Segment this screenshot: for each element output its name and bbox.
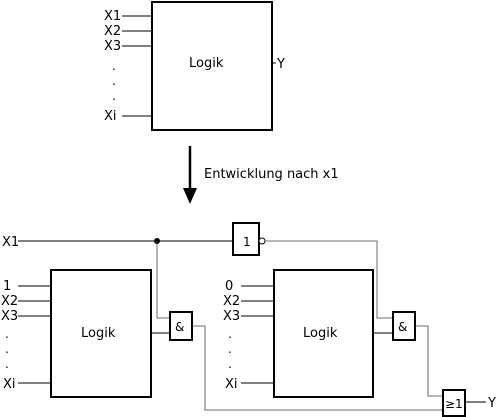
right-dot-3: .: [228, 357, 232, 371]
not-gate-label: 1: [243, 235, 251, 249]
top-input-x3: X3: [104, 39, 121, 54]
or-gate: ≥1: [442, 389, 466, 417]
not-gate: 1: [232, 222, 266, 256]
arrow-label: Entwicklung nach x1: [204, 167, 339, 182]
left-and-label: &: [175, 320, 184, 334]
right-input-x3: X3: [223, 309, 240, 324]
left-dot-2: .: [5, 342, 9, 356]
left-input-1: 1: [3, 279, 11, 294]
bottom-x1-label: X1: [2, 235, 19, 250]
expansion-arrow: Entwicklung nach x1: [183, 146, 339, 204]
top-output-y: Y: [276, 57, 285, 72]
top-dot-1: .: [112, 59, 116, 73]
left-input-x3: X3: [1, 309, 18, 324]
right-dot-1: .: [228, 327, 232, 341]
bottom-output-y: Y: [487, 396, 496, 411]
left-logic-block: Logik 1 X2 X3 . . . Xi: [1, 269, 152, 398]
left-logik-label: Logik: [81, 326, 116, 341]
arrow-head-icon: [183, 188, 197, 204]
left-logik-box: [50, 269, 152, 398]
top-input-x1: X1: [104, 9, 121, 24]
top-logic-block: Logik X1 X2 X3 . . . Xi Y: [104, 1, 285, 131]
or-gate-label: ≥1: [445, 397, 463, 411]
top-logik-box: [151, 1, 273, 131]
right-logic-block: Logik 0 X2 X3 . . . Xi: [223, 269, 374, 398]
right-dot-2: .: [228, 342, 232, 356]
left-and-gate: &: [169, 311, 193, 341]
top-dot-3: .: [112, 89, 116, 103]
left-dot-1: .: [5, 327, 9, 341]
right-and-label: &: [398, 320, 407, 334]
right-input-x2: X2: [223, 294, 240, 309]
top-dot-2: .: [112, 74, 116, 88]
top-input-x2: X2: [104, 24, 121, 39]
right-input-xi: Xi: [225, 377, 238, 392]
top-input-xi: Xi: [104, 109, 117, 124]
right-logik-label: Logik: [303, 326, 338, 341]
inversion-bubble-icon: [258, 237, 266, 245]
left-input-xi: Xi: [3, 377, 16, 392]
left-input-x2: X2: [1, 294, 18, 309]
left-dot-3: .: [5, 357, 9, 371]
top-logik-label: Logik: [189, 56, 224, 71]
right-logik-box: [273, 269, 374, 398]
right-and-gate: &: [392, 311, 416, 341]
right-input-0: 0: [225, 279, 233, 294]
